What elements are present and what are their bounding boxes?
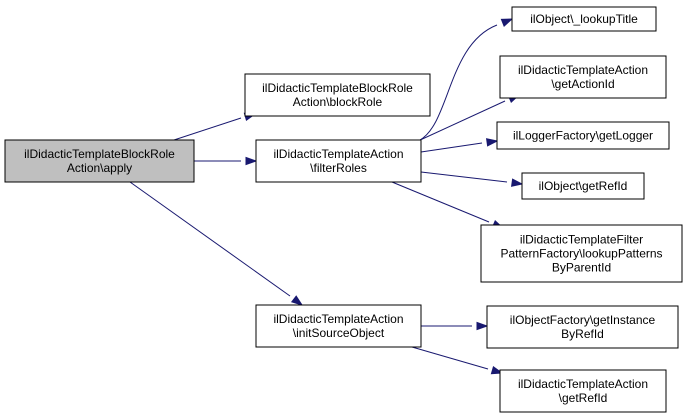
node-label-line: \getActionId [551,77,614,91]
node-label-line: \initSourceObject [293,326,385,340]
node-label-line: PatternFactory\lookupPatterns [500,247,662,261]
node-getActionId[interactable]: ilDidacticTemplateAction\getActionId [499,55,667,99]
node-label-line: ilObject\_lookupTitle [530,12,638,26]
node-label-line: ilDidacticTemplateAction [273,147,403,161]
node-label-line: ilDidacticTemplateBlockRole [262,81,413,95]
node-lookupTitle[interactable]: ilObject\_lookupTitle [511,6,657,32]
edge-filterRoles-to-lookupPatterns [391,181,505,229]
nodes: ilDidacticTemplateBlockRoleAction\applyi… [4,6,683,413]
edge-apply-to-filterRoles [194,156,258,166]
node-label-line: ilObjectFactory\getInstance [510,313,656,327]
node-initSourceObject[interactable]: ilDidacticTemplateAction\initSourceObjec… [255,304,422,348]
edge-initSourceObject-to-getRefIdAction [411,346,504,375]
node-lookupPatterns[interactable]: ilDidacticTemplateFilterPatternFactory\l… [480,224,683,283]
node-label-line: ByParentId [552,261,611,275]
node-label-line: ilObject\getRefId [539,179,628,193]
node-label-line: ilLoggerFactory\getLogger [513,129,653,143]
node-blockRole[interactable]: ilDidacticTemplateBlockRoleAction\blockR… [244,73,431,117]
node-label-line: \filterRoles [310,161,367,175]
node-getRefIdObj[interactable]: ilObject\getRefId [521,172,645,200]
node-getRefIdAction[interactable]: ilDidacticTemplateAction\getRefId [499,369,667,413]
node-filterRoles[interactable]: ilDidacticTemplateAction\filterRoles [255,139,422,183]
edge-filterRoles-to-getLogger [420,138,499,153]
node-label-line: ilDidacticTemplateFilter [520,233,643,247]
edge-initSourceObject-to-getInstance [421,321,489,331]
edge-filterRoles-to-lookupTitle [419,18,514,141]
node-label-line: ByRefId [561,327,604,341]
node-getLogger[interactable]: ilLoggerFactory\getLogger [496,121,670,150]
edge-apply-to-initSourceObject [129,181,304,306]
node-label-line: Action\apply [67,161,132,175]
node-label-line: ilDidacticTemplateAction [518,63,648,77]
node-label-line: ilDidacticTemplateBlockRole [24,147,175,161]
node-label-line: ilDidacticTemplateAction [273,312,403,326]
edge-apply-to-blockRole [173,112,257,141]
node-label-line: Action\blockRole [293,95,383,109]
edge-filterRoles-to-getRefIdObj [420,171,524,187]
node-label-line: ilDidacticTemplateAction [518,377,648,391]
node-label-line: \getRefId [559,391,608,405]
